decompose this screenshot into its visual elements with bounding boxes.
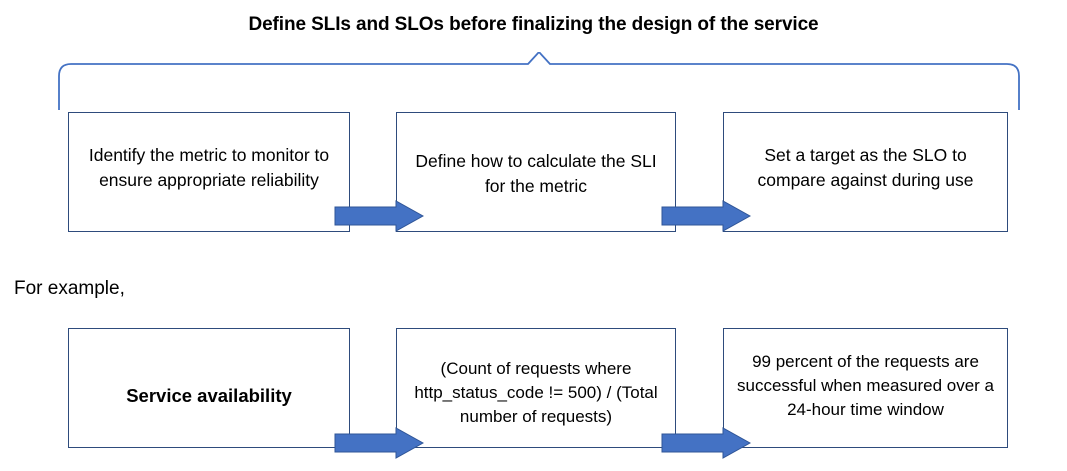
example-step-box-3[interactable]: 99 percent of the requests are successfu…	[723, 328, 1008, 448]
curly-brace	[58, 52, 1020, 110]
for-example-label: For example,	[14, 278, 125, 299]
process-step-1-label: Identify the metric to monitor to ensure…	[88, 145, 330, 190]
process-step-3-label: Set a target as the SLO to compare again…	[757, 145, 974, 190]
process-step-box-1[interactable]: Identify the metric to monitor to ensure…	[68, 112, 350, 232]
arrow-right-icon-example1-to-example2	[334, 427, 424, 459]
process-step-box-2[interactable]: Define how to calculate the SLI for the …	[396, 112, 676, 232]
arrow-right-icon-step1-to-step2	[334, 200, 424, 232]
arrow-right-icon-example2-to-example3	[661, 427, 751, 459]
example-step-box-2[interactable]: (Count of requests where http_status_cod…	[396, 328, 676, 448]
page-title: Define SLIs and SLOs before finalizing t…	[248, 14, 819, 35]
arrow-right-icon-step2-to-step3	[661, 200, 751, 232]
process-step-2-label: Define how to calculate the SLI for the …	[415, 151, 657, 196]
process-step-box-3[interactable]: Set a target as the SLO to compare again…	[723, 112, 1008, 232]
example-step-2-label: (Count of requests where http_status_cod…	[414, 358, 658, 427]
example-step-3-label: 99 percent of the requests are successfu…	[736, 351, 995, 420]
example-step-box-1[interactable]: Service availability	[68, 328, 350, 448]
example-step-1-label: Service availability	[126, 384, 292, 406]
